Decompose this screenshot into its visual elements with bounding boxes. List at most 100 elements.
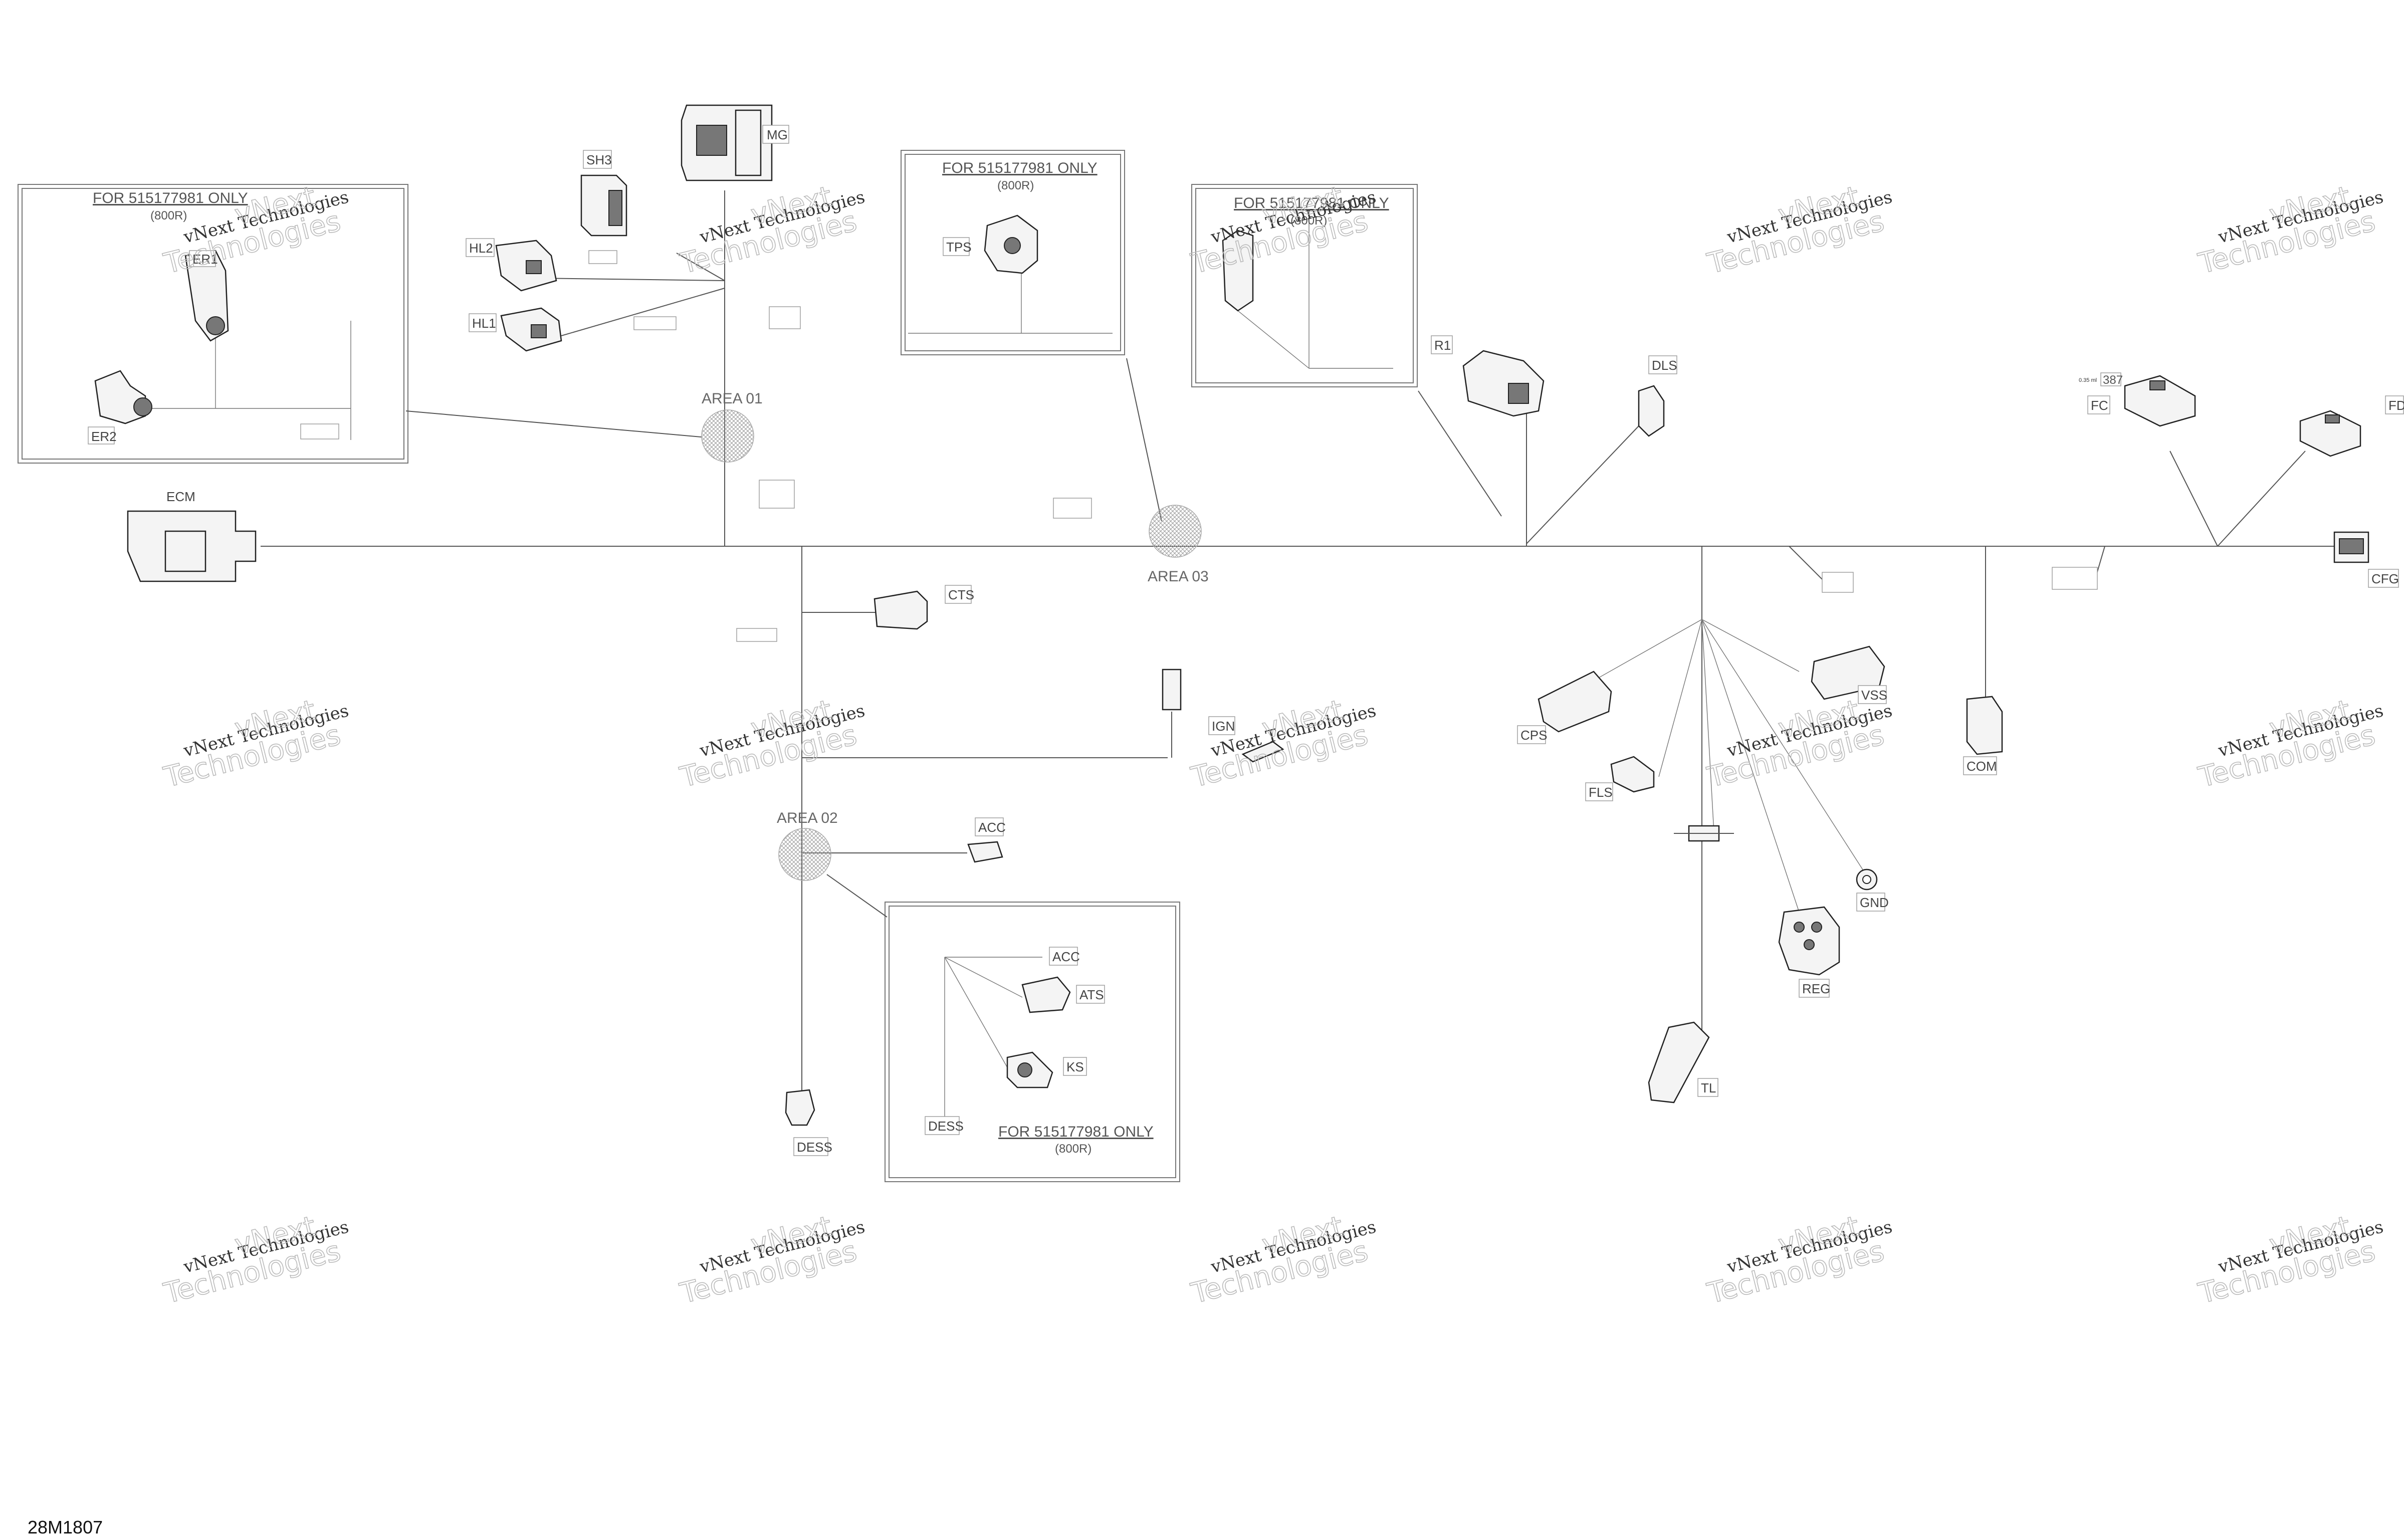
fls-branch [1658, 619, 1702, 777]
tl-connector [1648, 1021, 1710, 1104]
r1-option-branch [1418, 390, 1502, 517]
watermark: vNext Technologies vNext Technologies [160, 1210, 350, 1310]
cfg-connector [2333, 531, 2369, 563]
hl2-wire-tag [588, 250, 617, 264]
area01-label: AREA 01 [702, 390, 763, 407]
tps-option-note: FOR 515177981 ONLY [942, 160, 1098, 176]
watermark: vNext Technologies vNext Technologies [1187, 1210, 1378, 1310]
er-option-variant: (800R) [150, 209, 187, 223]
fd-connector [2299, 410, 2361, 457]
label-ks: KS [1066, 1059, 1084, 1074]
label-cfg: CFG [2371, 571, 2399, 586]
label-ats: ATS [1079, 987, 1104, 1002]
label-acc: ACC [978, 820, 1006, 835]
cfg-wire-tag [2052, 567, 2098, 590]
watermark: vNext Technologies vNext Technologies [1703, 1210, 1894, 1310]
vss-branch [1701, 619, 1800, 672]
er-option-frame-inner [22, 188, 404, 460]
cts-wire-tag [736, 628, 777, 642]
hl1-connector [500, 307, 562, 352]
r1-option-frame [1191, 184, 1418, 387]
label-reg: REG [1802, 981, 1830, 996]
diagram-code: 28M1807 [28, 1517, 103, 1537]
label-cps: CPS [1520, 728, 1547, 743]
label-gnd: GND [1860, 895, 1889, 910]
label-ign: IGN [1212, 719, 1235, 734]
er-wire-tag [300, 423, 339, 439]
watermark: vNext Technologies vNext Technologies [160, 694, 350, 794]
ks-wire [944, 957, 1008, 1068]
fc-branch [2169, 451, 2218, 547]
tps-option-branch [1126, 358, 1162, 522]
label-tps: TPS [946, 240, 972, 255]
label-mg: MG [767, 127, 788, 142]
r1-option-frame-inner [1195, 188, 1414, 383]
watermark: vNext Technologies vNext Technologies [2195, 694, 2385, 794]
temp-sensor [1674, 825, 1734, 842]
sh3-branch [676, 253, 725, 281]
reg-branch [1701, 619, 1800, 913]
temp-branch [1701, 619, 1714, 832]
er1-connector [184, 250, 229, 342]
label-ecm: ECM [166, 489, 195, 504]
label-er2: ER2 [91, 429, 117, 444]
fused-wire-tag [1822, 572, 1854, 593]
label-sh3: SH3 [586, 152, 612, 167]
r1-option-variant: (800R) [1290, 214, 1327, 228]
fc-connector [2124, 375, 2196, 427]
ecm-connector [127, 510, 257, 582]
ks-option-variant: (800R) [1055, 1142, 1091, 1156]
tps-connector [984, 214, 1038, 274]
reg-connector [1778, 906, 1840, 976]
fc-tag-number: 387 [2103, 373, 2123, 387]
cps-connector [1538, 671, 1612, 733]
label-hl1: HL1 [472, 316, 496, 331]
ks-option-note: FOR 515177981 ONLY [998, 1124, 1154, 1140]
tps-option-variant: (800R) [997, 179, 1034, 192]
tps-option-frame [901, 150, 1125, 355]
ats-wire [944, 957, 1023, 998]
label-hl2: HL2 [469, 241, 493, 256]
er-option-note: FOR 515177981 ONLY [93, 190, 248, 206]
tps-option-frame-inner [905, 154, 1121, 351]
watermark-grid: vNext Technologies vNext Technologies vN… [160, 180, 2385, 1310]
acc-connector [967, 841, 1003, 863]
watermark: vNext Technologies vNext Technologies [2195, 180, 2385, 281]
label-dls: DLS [1652, 358, 1677, 373]
area01-wire-tag [769, 306, 801, 329]
watermark: vNext Technologies vNext Technologies [676, 694, 866, 794]
gnd-terminal [1856, 868, 1878, 891]
com-connector [1966, 696, 2003, 755]
label-acc-frame: ACC [1052, 949, 1080, 964]
label-er1: ER1 [192, 252, 218, 267]
area03-wire-tag [1053, 498, 1092, 519]
label-tl: TL [1701, 1080, 1716, 1095]
ks-option-frame-inner [889, 906, 1176, 1178]
label-cts: CTS [948, 587, 974, 602]
fused-branch [1789, 546, 1825, 582]
label-fc: FC [2091, 398, 2108, 413]
label-r1: R1 [1434, 338, 1451, 353]
label-dess-frame: DESS [928, 1119, 964, 1134]
area02-label: AREA 02 [777, 810, 838, 826]
r1-option-note: FOR 515177981 ONLY [1234, 195, 1389, 211]
ks-connector [1006, 1051, 1053, 1088]
hl1-wire-tag [633, 316, 677, 330]
dess-connector [785, 1089, 815, 1126]
ks-option-branch [826, 874, 888, 918]
watermark: vNext Technologies vNext Technologies [1187, 694, 1378, 794]
area01-marker [701, 409, 754, 463]
label-vss: VSS [1861, 688, 1887, 703]
area02-marker [778, 828, 831, 881]
r1-connector [1462, 350, 1545, 417]
label-fd: FD [2388, 398, 2404, 413]
gnd-branch [1701, 619, 1865, 872]
hl1-branch [561, 288, 725, 336]
dls-connector [1638, 385, 1665, 437]
watermark: vNext Technologies vNext Technologies [1703, 180, 1894, 281]
fd-branch [2217, 451, 2306, 547]
hl2-branch [536, 278, 725, 281]
ecm-wire-tag [759, 480, 795, 509]
